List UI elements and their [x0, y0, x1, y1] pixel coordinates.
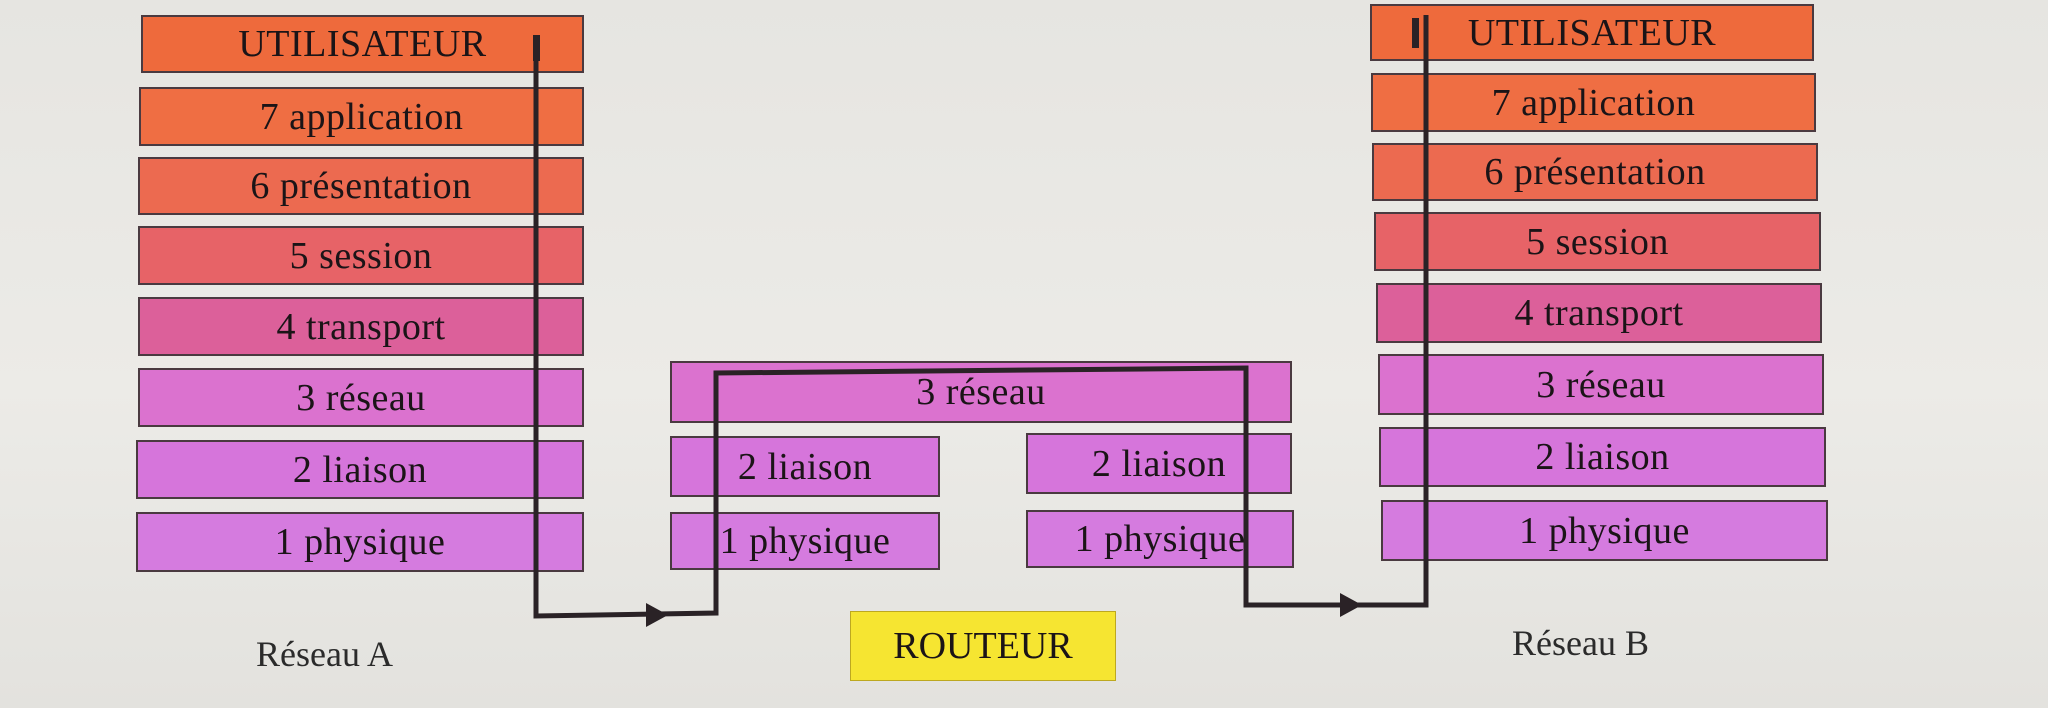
network-a-layer-application: 7 application [139, 87, 584, 146]
router-left-layer-physical: 1 physique [670, 512, 940, 570]
network-b-layer-network: 3 réseau [1378, 354, 1824, 415]
network-a-layer-user: UTILISATEUR [141, 15, 584, 73]
network-a-caption: Réseau A [256, 634, 393, 674]
network-b-layer-session: 5 session [1374, 212, 1821, 271]
network-a-layer-link: 2 liaison [136, 440, 584, 499]
router-layer-network: 3 réseau [670, 361, 1292, 423]
router-label: ROUTEUR [850, 611, 1116, 681]
network-b-layer-application: 7 application [1371, 73, 1816, 132]
router-left-layer-link: 2 liaison [670, 436, 940, 497]
arrow-router-to-b-icon [1340, 593, 1362, 617]
network-b-caption: Réseau B [1512, 623, 1649, 663]
network-a-layer-presentation: 6 présentation [138, 157, 584, 215]
network-b-layer-user: UTILISATEUR [1370, 4, 1814, 61]
network-b-layer-link: 2 liaison [1379, 427, 1826, 487]
router-right-layer-physical: 1 physique [1026, 510, 1294, 568]
network-b-layer-physical: 1 physique [1381, 500, 1828, 561]
network-a-layer-transport: 4 transport [138, 297, 584, 356]
network-a-layer-physical: 1 physique [136, 512, 584, 572]
router-right-layer-link: 2 liaison [1026, 433, 1292, 494]
network-b-layer-presentation: 6 présentation [1372, 143, 1818, 201]
arrow-a-to-router-icon [646, 603, 668, 627]
network-a-layer-network: 3 réseau [138, 368, 584, 427]
network-a-layer-session: 5 session [138, 226, 584, 285]
network-b-layer-transport: 4 transport [1376, 283, 1822, 343]
